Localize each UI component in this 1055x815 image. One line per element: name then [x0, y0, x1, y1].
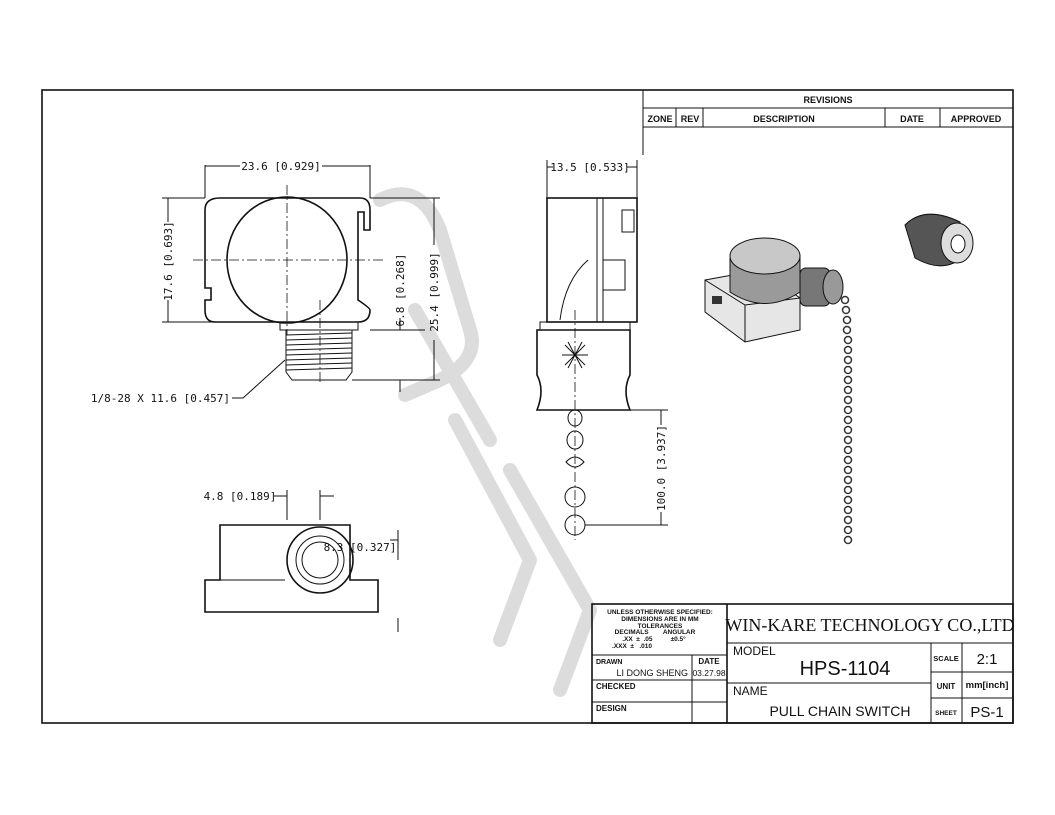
dim-overall-height: 25.4 [0.999]	[428, 252, 441, 331]
revisions-table: REVISIONS ZONE REV DESCRIPTION DATE APPR…	[642, 90, 1013, 155]
drawn-value: LI DONG SHENG	[616, 668, 688, 678]
dim-bottom-offset: 4.8 [0.189]	[204, 490, 277, 503]
tolerance-line: .XX ± .05 ±0.5°	[622, 635, 686, 643]
company-name: WIN-KARE TECHNOLOGY CO.,LTD	[725, 615, 1014, 635]
name-label: NAME	[733, 684, 768, 698]
side-view: 13.5 [0.533] 100.0 [3.937]	[535, 160, 668, 540]
bottom-view: 4.8 [0.189] 8.3 [0.327]	[204, 490, 399, 632]
front-view: 23.6 [0.929] 17.6 [0.693] 6.8 [0.268] 25…	[91, 160, 441, 405]
checked-label: CHECKED	[596, 682, 636, 691]
scale-label: SCALE	[933, 654, 958, 663]
rev-col-description: DESCRIPTION	[753, 114, 815, 124]
watermark	[373, 187, 597, 697]
name-value: PULL CHAIN SWITCH	[769, 703, 910, 719]
sheet-border	[41, 89, 1014, 724]
dim-thread-offset: 6.8 [0.268]	[394, 254, 407, 327]
rev-col-zone: ZONE	[647, 114, 672, 124]
rev-col-date: DATE	[900, 114, 924, 124]
sheet-label: SHEET	[935, 710, 957, 717]
model-label: MODEL	[733, 644, 776, 658]
rev-col-rev: REV	[681, 114, 700, 124]
title-block: UNLESS OTHERWISE SPECIFIED: DIMENSIONS A…	[591, 603, 1015, 724]
model-value: HPS-1104	[800, 658, 891, 680]
dim-bore-diameter: 8.3 [0.327]	[324, 541, 397, 554]
date-label: DATE	[698, 657, 720, 666]
dim-front-width: 23.6 [0.929]	[241, 160, 320, 173]
tolerance-line: DECIMALS ANGULAR	[615, 629, 696, 636]
dim-chain-length: 100.0 [3.937]	[655, 425, 668, 511]
unit-value: mm[inch]	[966, 680, 1009, 691]
scale-value: 2:1	[977, 651, 998, 668]
pictorial-knurled-nut	[904, 213, 974, 267]
tolerance-line: UNLESS OTHERWISE SPECIFIED:	[607, 609, 713, 616]
tolerance-line: .XXX ± .010	[612, 643, 652, 650]
tolerance-line: TOLERANCES	[638, 623, 683, 630]
drawn-label: DRAWN	[596, 659, 622, 666]
sheet-value: PS-1	[970, 704, 1003, 721]
design-label: DESIGN	[596, 704, 627, 713]
dim-side-depth: 13.5 [0.533]	[550, 161, 629, 174]
unit-label: UNIT	[937, 682, 956, 691]
tolerance-line: DIMENSIONS ARE IN MM	[621, 616, 698, 623]
rev-col-approved: APPROVED	[951, 114, 1002, 124]
dim-thread-spec: 1/8-28 X 11.6 [0.457]	[91, 392, 230, 405]
date-value: 03.27.98	[692, 668, 725, 678]
dim-front-height: 17.6 [0.693]	[162, 221, 175, 300]
pictorial-switch-image	[704, 237, 853, 545]
revisions-title: REVISIONS	[803, 95, 852, 105]
